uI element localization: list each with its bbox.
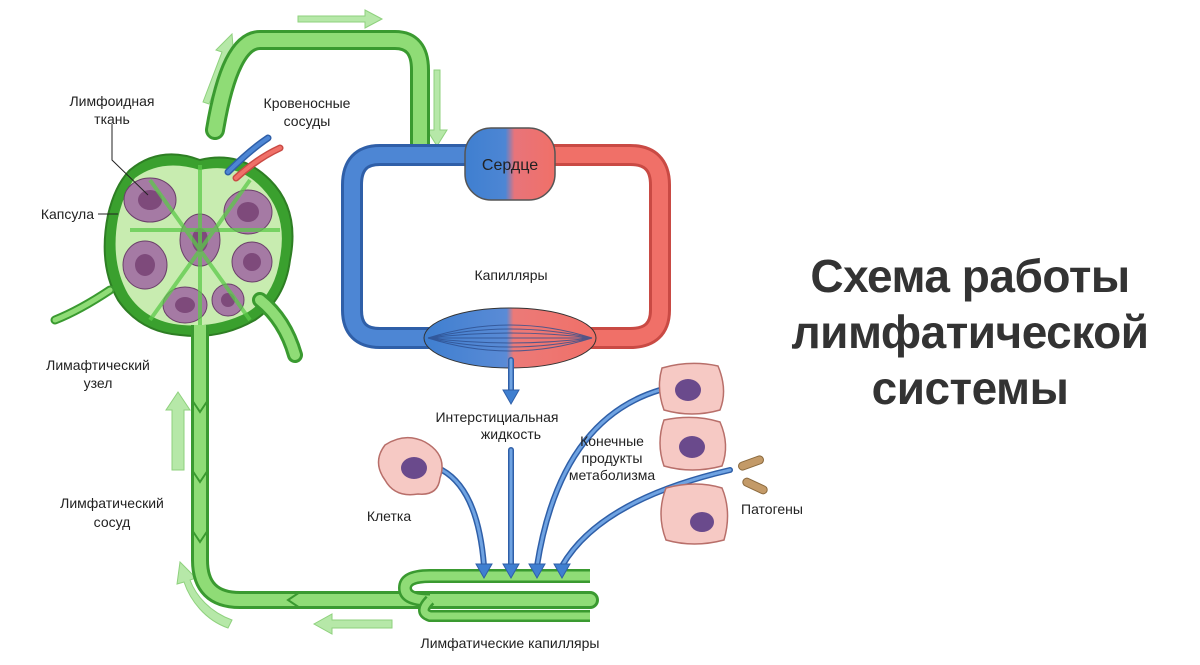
leader-lines <box>98 124 149 215</box>
label-capsule: Капсула <box>41 206 94 222</box>
label-lymphoid-tissue-1: Лимфоидная <box>69 93 154 109</box>
page-title: Схема работы лимфатической системы <box>760 248 1180 416</box>
title-line-1: Схема работы <box>810 250 1130 302</box>
label-blood-vessels-1: Кровеносные <box>264 95 351 111</box>
label-metabolism-3: метаболизма <box>569 467 656 483</box>
title-line-3: системы <box>871 362 1069 414</box>
label-interstitial-2: жидкость <box>481 426 541 442</box>
flow-arrow-top <box>297 9 384 29</box>
cells <box>377 362 768 545</box>
label-pathogens: Патогены <box>741 501 803 517</box>
label-vessel-1: Лимфатический <box>60 495 164 511</box>
label-node-2: узел <box>84 375 113 391</box>
flow-arrow-up-vessel <box>165 391 191 471</box>
label-node-1: Лимафтический <box>46 357 150 373</box>
lymph-node <box>50 153 303 363</box>
title-line-2: лимфатической <box>791 306 1149 358</box>
interstitial-flow-arrows-inner <box>440 358 732 568</box>
pathogen <box>742 477 768 495</box>
flow-arrows <box>165 9 448 635</box>
lymphatic-vessel <box>191 331 599 622</box>
label-lymphoid-tissue-2: ткань <box>94 111 130 127</box>
flow-arrow-down-heart <box>426 69 448 147</box>
label-blood-vessels-2: сосуды <box>284 113 331 129</box>
lymph-efferent-vessel <box>205 30 430 160</box>
flow-arrow-left-bottom <box>312 613 393 635</box>
flow-arrow-curve <box>176 560 233 629</box>
node-blood-vessels <box>224 134 284 182</box>
label-heart: Сердце <box>482 157 538 174</box>
label-lymph-capillaries: Лимфатические капилляры <box>421 635 600 651</box>
label-vessel-2: сосуд <box>94 514 131 530</box>
arrow-heads <box>475 389 571 580</box>
label-metabolism-2: продукты <box>582 450 643 466</box>
heart <box>464 127 556 201</box>
tissue-cell <box>660 483 729 545</box>
circulatory-loop <box>341 127 671 369</box>
label-metabolism-1: Конечные <box>580 433 644 449</box>
label-cell: Клетка <box>367 508 411 524</box>
label-capillaries: Капилляры <box>474 267 547 283</box>
label-interstitial-1: Интерстициальная <box>435 409 558 425</box>
pathogen <box>738 455 764 471</box>
labels: Лимфоидная ткань Кровеносные сосуды Капс… <box>41 93 803 651</box>
